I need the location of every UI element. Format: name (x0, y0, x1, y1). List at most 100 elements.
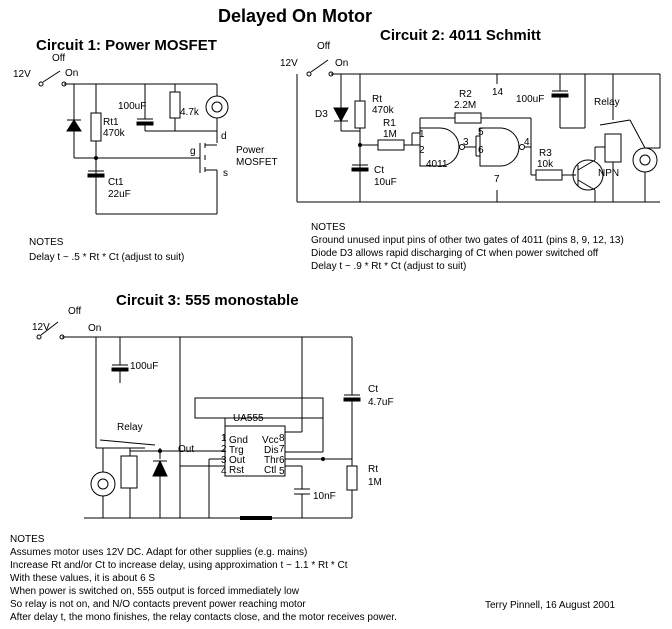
note-line: NOTES (10, 534, 45, 545)
c3-switch-lever (40, 321, 59, 336)
c3-pin3-label: 3 (221, 455, 227, 466)
c1-switch-lever (42, 70, 61, 83)
c2-12v-label: 12V (280, 58, 298, 69)
c2-ct-label: Ct (374, 165, 384, 176)
c3-capacitor-100uf (111, 367, 129, 372)
c3-rt-value: 1M (368, 477, 382, 488)
c3-dis-pin: Dis (264, 445, 279, 456)
note-line: With these values, it is about 6 S (10, 573, 156, 584)
c3-pin4-label: 4 (221, 466, 227, 477)
c2-ct-value: 10uF (374, 177, 397, 188)
c3-motor (90, 471, 116, 497)
c3-relay-label: Relay (117, 422, 143, 433)
c2-switch-lever (310, 59, 329, 73)
c2-pin14-label: 14 (492, 87, 504, 98)
c3-100uf-label: 100uF (130, 361, 159, 372)
c2-relay-coil (604, 133, 622, 163)
note-line: Delay t ~ .9 * Rt * Ct (adjust to suit) (311, 261, 467, 272)
c3-capacitor-ct (343, 397, 361, 402)
c2-pin3-label: 3 (463, 137, 469, 148)
c2-ic-label: 4011 (426, 159, 448, 170)
c2-capacitor-ct (351, 167, 369, 172)
c2-capacitor-100uf (551, 93, 569, 98)
c1-mosfet-label-1: Power (236, 145, 265, 156)
c3-out-pin: Out (229, 455, 246, 466)
c2-rt-value: 470k (372, 105, 394, 116)
c2-pin7-label: 7 (494, 174, 500, 185)
note-line: Diode D3 allows rapid discharging of Ct … (311, 248, 599, 259)
circuit1-notes: NOTES Delay t ~ .5 * Rt * Ct (adjust to … (29, 236, 184, 264)
c1-ct1-value: 22uF (108, 189, 131, 200)
c3-pin7-label: 7 (279, 444, 285, 455)
note-line: Assumes motor uses 12V DC. Adapt for oth… (10, 547, 308, 558)
c2-pin2-label: 2 (419, 145, 425, 156)
page-title: Delayed On Motor (218, 6, 373, 26)
c2-nand-gate-2 (479, 127, 520, 167)
c2-resistor-r2 (454, 112, 482, 124)
c3-pin1-label: 1 (221, 433, 227, 444)
c3-trg-pin: Trg (229, 445, 244, 456)
c2-relay-label: Relay (594, 97, 620, 108)
c1-resistor-4k7 (169, 91, 181, 119)
c1-mosfet-label-2: MOSFET (236, 157, 278, 168)
c3-ct-label: Ct (368, 384, 378, 395)
c3-pin6-label: 6 (279, 455, 285, 466)
note-line: When power is switched on, 555 output is… (10, 586, 300, 597)
circuit3-heading: Circuit 3: 555 monostable (116, 292, 299, 309)
c1-motor (205, 95, 229, 119)
c1-100uf-label: 100uF (118, 101, 147, 112)
c2-pin4-label: 4 (524, 137, 530, 148)
c3-pin2-label: 2 (221, 444, 227, 455)
c3-pin8-label: 8 (279, 433, 285, 444)
c1-12v-label: 12V (13, 69, 31, 80)
c1-4k7-label: 4.7k (180, 107, 199, 118)
note-line: Ground unused input pins of other two ga… (311, 235, 624, 246)
c2-r2-value: 2.2M (454, 100, 477, 111)
c2-r1-value: 1M (383, 129, 397, 140)
c2-resistor-r1 (377, 139, 405, 151)
note-line: Increase Rt and/or Ct to increase delay,… (10, 560, 348, 571)
c3-diode (152, 459, 168, 477)
c2-r1-label: R1 (383, 118, 396, 129)
c3-off-label: Off (68, 306, 82, 317)
c2-pin5-label: 5 (478, 127, 484, 138)
c3-rt-label: Rt (368, 464, 378, 475)
c1-drain-label: d (221, 131, 227, 142)
c3-ct-value: 4.7uF (368, 397, 394, 408)
circuit2-heading: Circuit 2: 4011 Schmitt (380, 27, 541, 44)
c2-pin6-label: 6 (478, 145, 484, 156)
c2-npn-transistor (572, 159, 604, 191)
note-line: Delay t ~ .5 * Rt * Ct (adjust to suit) (29, 252, 185, 263)
c3-ctl-pin: Ctl (264, 465, 277, 476)
c3-12v-label: 12V (32, 322, 50, 333)
c1-source-label: s (223, 168, 228, 179)
c3-relay-contact (99, 439, 156, 446)
c2-r3-value: 10k (537, 159, 554, 170)
note-line: NOTES (29, 237, 64, 248)
c2-d3-label: D3 (315, 109, 328, 120)
c2-npn-label: NPN (598, 168, 620, 179)
c2-diode-d3 (333, 107, 349, 123)
c3-10nf-label: 10nF (313, 491, 336, 502)
author-credit: Terry Pinnell, 16 August 2001 (485, 600, 616, 611)
c2-nand-gate-1 (419, 127, 460, 167)
c3-pin5-label: 5 (279, 466, 285, 477)
c2-resistor-rt (354, 100, 366, 129)
c2-r3-label: R3 (539, 148, 552, 159)
c3-relay-coil (120, 455, 138, 489)
c3-vcc-pin: Vcc (262, 435, 279, 446)
c2-off-label: Off (317, 41, 331, 52)
c1-gate-label: g (190, 146, 196, 157)
circuit3-notes: NOTES Assumes motor uses 12V DC. Adapt f… (10, 533, 397, 624)
c3-resistor-rt (346, 465, 358, 491)
circuit1-wiring (38, 70, 229, 215)
c2-r2-label: R2 (459, 89, 472, 100)
c1-ct1-label: Ct1 (108, 177, 124, 188)
c2-motor (632, 147, 658, 173)
c2-rt-label: Rt (372, 94, 382, 105)
c2-100uf-label: 100uF (516, 94, 545, 105)
note-line: After delay t, the mono finishes, the re… (10, 612, 397, 623)
c1-rt1-label: Rt1 (103, 117, 119, 128)
c1-rt1-value: 470k (103, 128, 125, 139)
